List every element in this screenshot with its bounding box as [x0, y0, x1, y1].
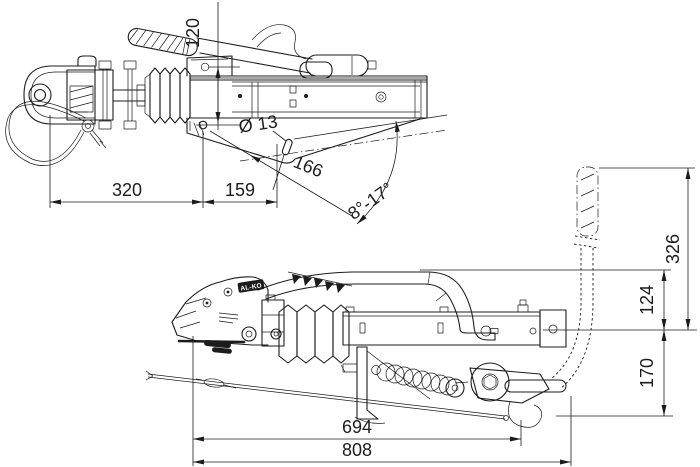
bellows-side: [278, 304, 350, 364]
brand-badge: AL-KO: [237, 279, 265, 293]
angle-range-label: 8°-17°: [344, 178, 397, 223]
top-view-dimensions: 120 320 159 Ø 13 166 8°-17°: [49, 2, 448, 225]
handle-side: [257, 271, 496, 341]
breakaway-cable-side: [145, 370, 509, 421]
dim-159-label: 159: [225, 180, 255, 200]
toothed-rack: [287, 271, 353, 293]
top-view: 120 320 159 Ø 13 166 8°-17°: [5, 2, 448, 225]
tube-side: [342, 299, 567, 348]
coupling-head-top: [23, 55, 146, 130]
coupling-head-side: AL-KO: [171, 276, 285, 354]
support-bracket: [340, 346, 431, 424]
dim-120-label: 120: [183, 18, 203, 48]
brand-label: AL-KO: [240, 282, 262, 292]
housing-top: [186, 55, 428, 119]
handbrake-lever-raised: [551, 166, 601, 390]
bellows-top: [144, 67, 191, 124]
side-view: AL-KO: [145, 166, 697, 466]
dim-124-label: 124: [637, 285, 657, 315]
dim-166-label: 166: [291, 152, 326, 182]
dim-808-label: 808: [342, 440, 372, 460]
brake-linkage: [371, 362, 567, 428]
dim-320-label: 320: [112, 180, 142, 200]
type-plate: [218, 312, 239, 324]
breakaway-cable-top: [5, 100, 107, 166]
hand-lever-top: [127, 24, 377, 79]
hole-diameter-label: Ø 13: [237, 111, 278, 136]
dim-170-label: 170: [637, 358, 657, 388]
dim-694-label: 694: [342, 417, 372, 437]
dim-326-label: 326: [663, 234, 683, 264]
side-view-dimensions: 326 124 170 694 808: [192, 167, 697, 466]
